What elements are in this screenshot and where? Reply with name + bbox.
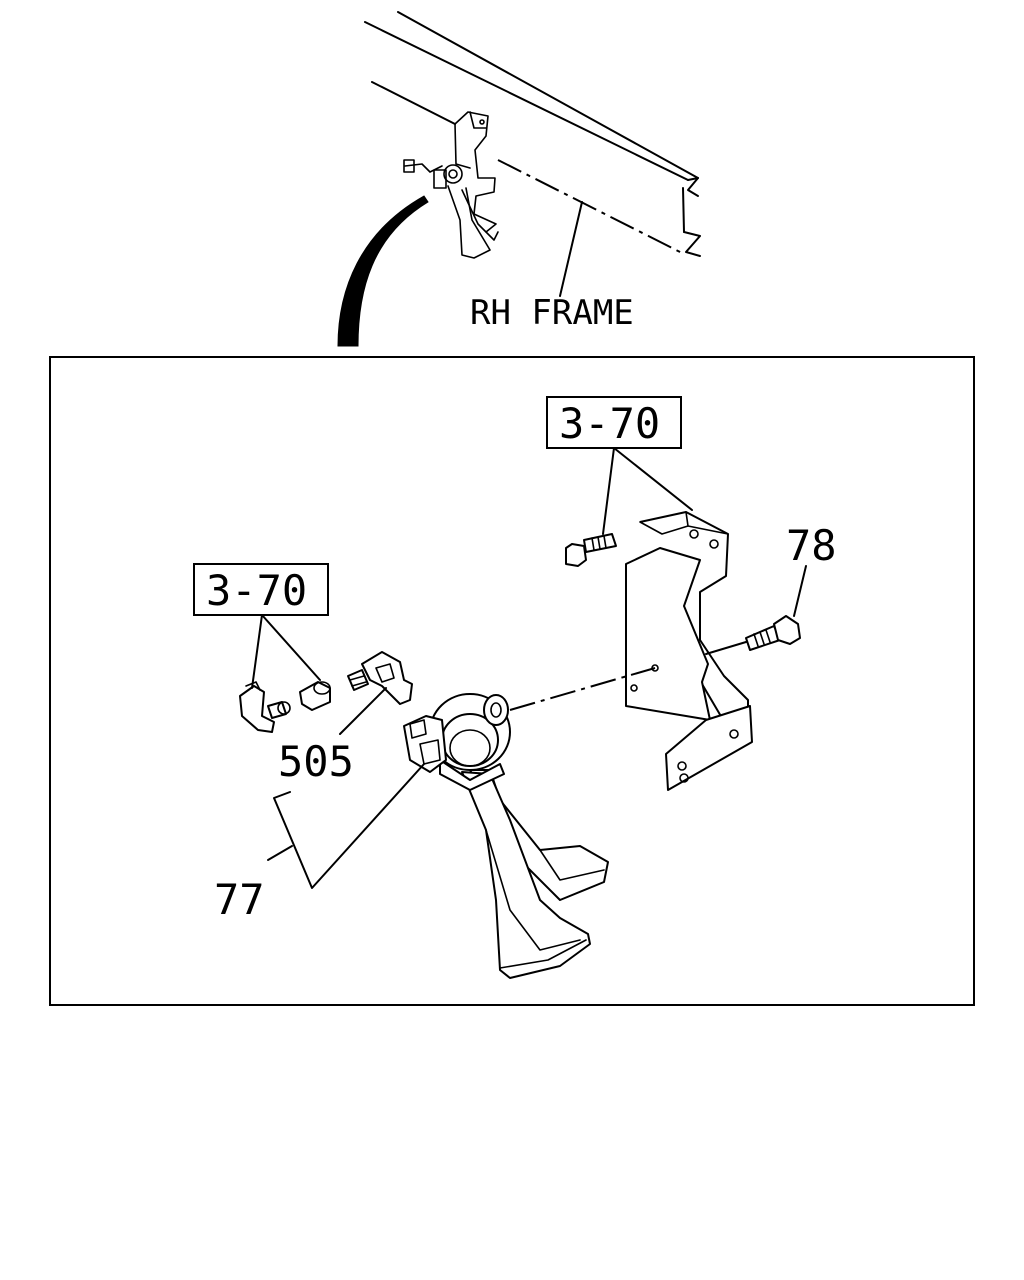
leader-77-tick <box>267 845 293 861</box>
leader-top-bolt <box>602 447 615 535</box>
leader-77 <box>273 763 425 889</box>
bracket-bolt-top <box>565 533 617 567</box>
part-number-78: 78 <box>786 521 837 570</box>
connector-505 <box>239 651 413 733</box>
reference-label-left: 3-70 <box>206 566 307 615</box>
part-number-505: 505 <box>278 737 354 786</box>
mount-centerline <box>509 667 656 711</box>
leader-left-terminal <box>251 614 263 689</box>
reference-box-top: 3-70 <box>546 396 682 449</box>
detail-box <box>49 356 975 1006</box>
overview-horn-assembly <box>403 111 499 259</box>
frame-rail <box>364 11 701 257</box>
leader-78 <box>793 565 807 617</box>
leader-top-bracket <box>613 447 693 511</box>
part-number-77: 77 <box>214 875 265 924</box>
horn <box>403 693 609 979</box>
reference-box-left: 3-70 <box>193 563 329 616</box>
frame-leader <box>559 201 583 297</box>
frame-label: RH FRAME <box>470 293 634 333</box>
bolt-78 <box>745 615 801 651</box>
reference-arrow <box>337 195 429 347</box>
horn-bracket <box>625 511 753 791</box>
bolt-78-axis <box>705 641 747 655</box>
leader-left-sleeve <box>261 614 321 681</box>
leader-505 <box>339 687 387 735</box>
reference-label-top: 3-70 <box>559 399 660 448</box>
